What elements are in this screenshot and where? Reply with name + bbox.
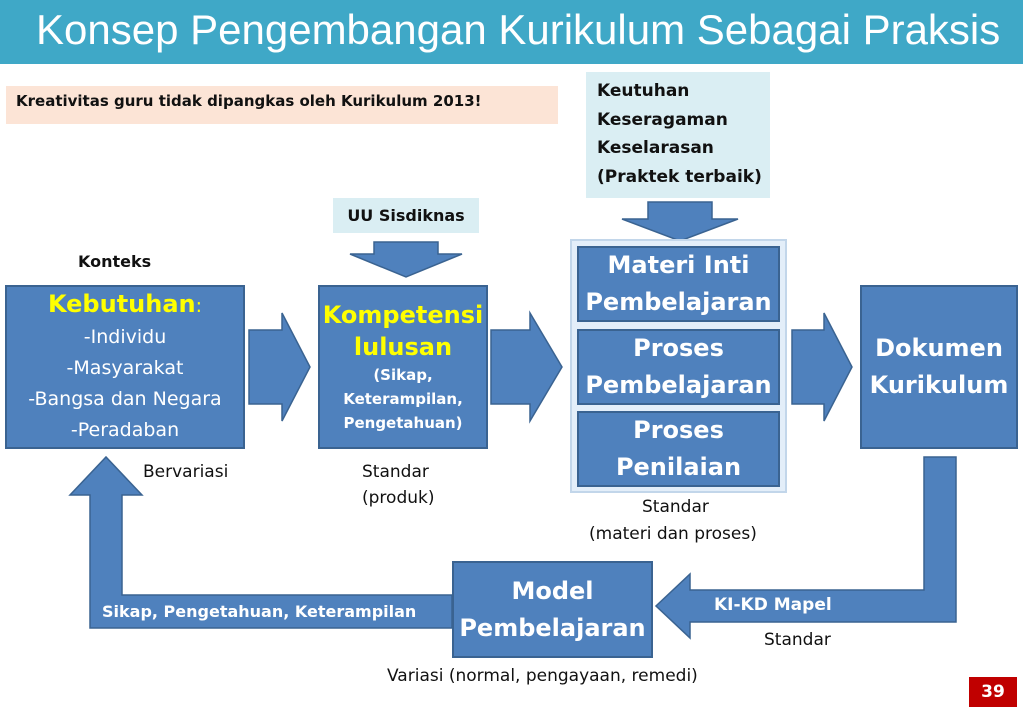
document-line-2: Kurikulum <box>869 371 1009 399</box>
needs-colon: : <box>195 294 203 317</box>
label-standar-materi-1: Standar <box>642 497 709 517</box>
needs-heading-row: Kebutuhan: <box>48 289 202 322</box>
competency-sub-2: Keterampilan, <box>343 390 463 408</box>
needs-item-masyarakat: -Masyarakat <box>66 356 184 379</box>
arrow-return-right <box>654 456 957 640</box>
competency-title-2: lulusan <box>353 333 453 361</box>
arrow-down-uu <box>349 241 463 278</box>
demand-keutuhan: Keutuhan <box>597 81 690 101</box>
slide-number: 39 <box>981 682 1005 702</box>
content-box-materi: Materi Inti Pembelajaran <box>577 246 780 322</box>
needs-item-peradaban: -Peradaban <box>70 418 180 441</box>
proses-penilaian-line-1: Proses <box>633 416 724 444</box>
demands-box: Keutuhan Keseragaman Keselarasan (Prakte… <box>586 72 770 198</box>
needs-item-individu: -Individu <box>83 325 167 348</box>
content-box-proses-pembelajaran: Proses Pembelajaran <box>577 329 780 405</box>
slide-number-badge: 39 <box>968 676 1018 708</box>
competency-title-1: Kompetensi <box>322 301 484 329</box>
label-ki-kd: KI-KD Mapel <box>714 595 832 615</box>
label-variasi: Variasi (normal, pengayaan, remedi) <box>387 666 698 686</box>
needs-box: Kebutuhan: -Individu -Masyarakat -Bangsa… <box>5 285 245 449</box>
arrow-right-1 <box>248 312 311 422</box>
note-box: Kreativitas guru tidak dipangkas oleh Ku… <box>6 86 558 124</box>
model-box: Model Pembelajaran <box>452 561 653 658</box>
uu-sisdiknas-label: UU Sisdiknas <box>347 206 465 225</box>
label-bervariasi: Bervariasi <box>143 462 229 482</box>
proses-pembelajaran-line-1: Proses <box>633 334 724 362</box>
competency-box: Kompetensi lulusan (Sikap, Keterampilan,… <box>318 285 488 449</box>
document-box: Dokumen Kurikulum <box>860 285 1018 449</box>
arrow-right-3 <box>791 312 853 422</box>
demand-keselarasan: Keselarasan <box>597 138 714 158</box>
label-sikap: Sikap, Pengetahuan, Keterampilan <box>102 602 417 621</box>
label-standar-materi-2: (materi dan proses) <box>589 524 757 544</box>
arrow-right-2 <box>490 310 563 424</box>
label-standar-produk-1: Standar <box>362 462 429 482</box>
demand-keseragaman: Keseragaman <box>597 109 728 130</box>
context-label: Konteks <box>78 252 152 271</box>
document-line-1: Dokumen <box>875 334 1003 362</box>
arrow-down-demands <box>621 201 739 242</box>
proses-penilaian-line-2: Penilaian <box>615 453 742 481</box>
competency-sub-3: Pengetahuan) <box>343 414 463 432</box>
label-standar-produk-2: (produk) <box>362 488 435 508</box>
model-line-2: Pembelajaran <box>459 613 646 642</box>
materi-line-1: Materi Inti <box>607 251 750 279</box>
label-standar-ki: Standar <box>764 630 831 650</box>
proses-pembelajaran-line-2: Pembelajaran <box>585 371 772 399</box>
needs-heading: Kebutuhan <box>47 289 196 318</box>
model-line-1: Model <box>511 576 594 605</box>
note-text: Kreativitas guru tidak dipangkas oleh Ku… <box>16 92 482 110</box>
title-bar: Konsep Pengembangan Kurikulum Sebagai Pr… <box>0 0 1023 64</box>
arrow-return-left <box>68 455 453 629</box>
content-box-proses-penilaian: Proses Penilaian <box>577 411 780 487</box>
needs-item-bangsa: -Bangsa dan Negara <box>28 387 222 410</box>
materi-line-2: Pembelajaran <box>585 288 772 316</box>
competency-sub-1: (Sikap, <box>373 366 433 384</box>
slide-title: Konsep Pengembangan Kurikulum Sebagai Pr… <box>36 6 1001 53</box>
uu-sisdiknas-box: UU Sisdiknas <box>333 198 479 233</box>
demand-praktek: (Praktek terbaik) <box>597 166 762 187</box>
